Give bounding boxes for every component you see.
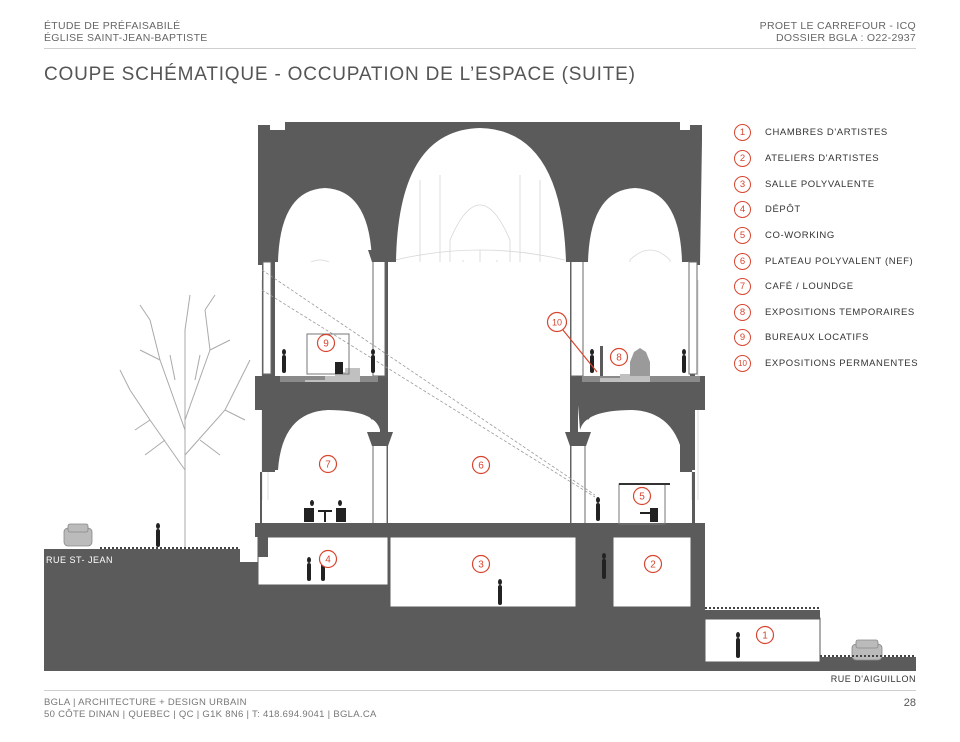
header-left: ÉTUDE DE PRÉFAISABILÉ ÉGLISE SAINT-JEAN-… [44,20,208,44]
svg-text:1: 1 [762,631,768,642]
header-right: PROET LE CARREFOUR - ICQ DOSSIER BGLA : … [760,20,916,44]
projection-lines [261,269,596,498]
footer-address: 50 CÔTE DINAN | QUEBEC | QC | G1K 8N6 | … [44,709,377,720]
legend-item-3: 3 SALLE POLYVALENTE [734,174,875,194]
column-capitals [367,250,591,446]
legend-number: 3 [734,175,751,193]
legend-number: 1 [734,123,751,141]
legend-number: 6 [734,252,751,270]
legend-item-8: 8 EXPOSITIONS TEMPORAIRES [734,302,915,322]
church-name: ÉGLISE SAINT-JEAN-BAPTISTE [44,32,208,44]
legend-item-4: 4 DÉPÔT [734,199,801,219]
legend-number: 9 [734,328,751,346]
marker-7: 7 [318,454,338,474]
marker-1: 1 [755,625,775,645]
marker-5: 5 [632,486,652,506]
street-label-right: RUE D'AIGUILLON [831,674,916,684]
svg-text:6: 6 [478,461,484,472]
room-markers: 1 2 3 4 5 6 7 8 [316,311,775,645]
legend-number: 8 [734,303,751,321]
vehicle-right-icon [851,639,883,661]
marker-10: 10 [546,311,568,333]
legend-label: ATELIERS D'ARTISTES [765,152,880,164]
street-label-left: RUE ST- JEAN [46,555,113,565]
marker-10-leader [562,329,598,373]
legend-label: CAFÉ / LOUNDGE [765,280,854,292]
vehicle-left-icon [63,523,93,547]
svg-text:2: 2 [650,560,656,571]
legend-label: EXPOSITIONS PERMANENTES [765,357,919,369]
legend-label: PLATEAU POLYVALENT (NEF) [765,255,914,267]
svg-text:4: 4 [325,555,331,566]
svg-text:10: 10 [552,318,562,328]
svg-text:7: 7 [325,460,331,471]
page-number: 28 [903,697,916,709]
legend-item-9: 9 BUREAUX LOCATIFS [734,327,869,347]
right-mezzanine [576,376,705,420]
legend-item-1: 1 CHAMBRES D'ARTISTES [734,122,888,142]
legend-number: 4 [734,200,751,218]
legend-label: CO-WORKING [765,229,835,241]
left-bay-void [275,262,380,377]
legend-number: 5 [734,226,751,244]
sculpture [630,348,650,376]
legend-item-10: 10 EXPOSITIONS PERMANENTES [734,353,918,373]
svg-text:8: 8 [616,353,622,364]
study-title: ÉTUDE DE PRÉFAISABILÉ [44,20,181,32]
marker-4: 4 [318,549,338,569]
marker-9: 9 [316,333,336,353]
legend-item-7: 7 CAFÉ / LOUNDGE [734,276,854,296]
marker-8: 8 [609,347,629,367]
footer: BGLA | ARCHITECTURE + DESIGN URBAIN 50 C… [44,697,377,721]
nave-void [388,262,570,530]
legend-number: 10 [734,354,751,372]
left-mezzanine [255,376,382,420]
svg-text:5: 5 [639,492,645,503]
office-booth [306,333,350,375]
legend-item-2: 2 ATELIERS D'ARTISTES [734,148,879,168]
legend-item-5: 5 CO-WORKING [734,225,835,245]
legend-label: SALLE POLYVALENTE [765,178,875,190]
footer-divider [44,690,916,691]
tree-icon [119,294,251,550]
left-stair [305,368,360,382]
marker-6: 6 [471,455,491,475]
marker-2: 2 [643,554,663,574]
legend-number: 2 [734,149,751,167]
project-name: PROET LE CARREFOUR - ICQ [759,20,916,32]
legend-label: CHAMBRES D'ARTISTES [765,126,888,138]
legend-item-6: 6 PLATEAU POLYVALENT (NEF) [734,251,913,271]
header-divider [44,48,916,49]
ground-floor-slab [255,523,705,537]
legend-number: 7 [734,277,751,295]
legend-label: EXPOSITIONS TEMPORAIRES [765,306,915,318]
right-lower-void [578,405,680,530]
marker-3: 3 [471,554,491,574]
cafe-furniture [304,500,346,522]
svg-text:3: 3 [478,560,484,571]
page-title: COUPE SCHÉMATIQUE - OCCUPATION DE L’ESPA… [44,64,636,85]
file-number: DOSSIER BGLA : O22-2937 [776,32,916,44]
legend-label: DÉPÔT [765,203,801,215]
footer-company: BGLA | ARCHITECTURE + DESIGN URBAIN [44,697,247,708]
legend-label: BUREAUX LOCATIFS [765,331,869,343]
svg-text:9: 9 [323,339,329,350]
